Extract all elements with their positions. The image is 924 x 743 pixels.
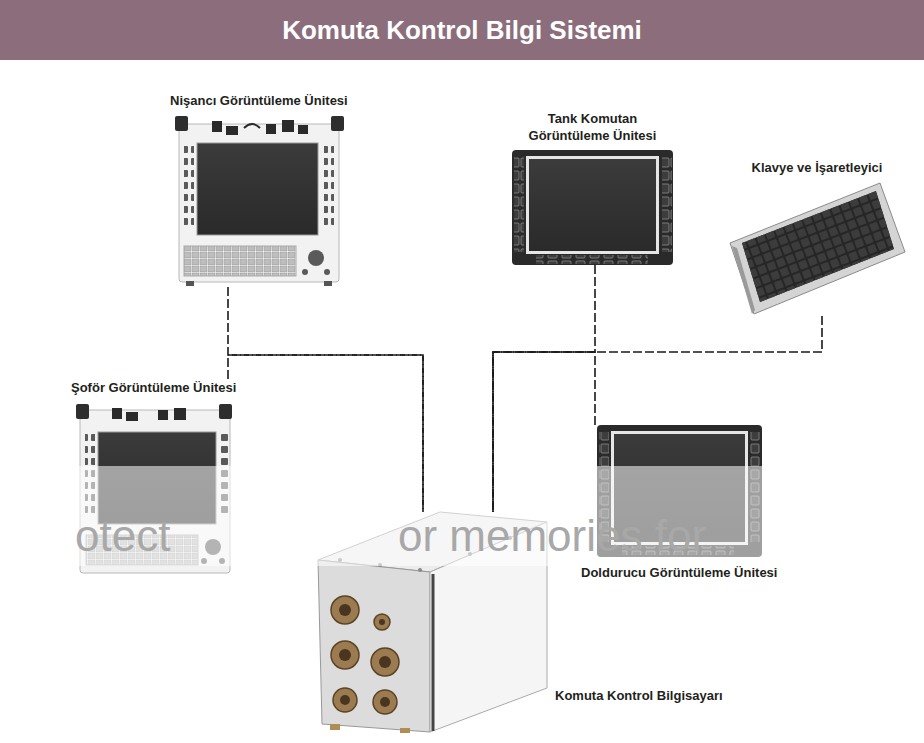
- unit-label: Doldurucu Görüntüleme Ünitesi: [581, 564, 777, 581]
- unit-label: Komuta Kontrol Bilgisayarı: [555, 687, 723, 704]
- unit-label: Klavye ve İşaretleyici: [752, 159, 883, 176]
- picture-slot: [173, 115, 345, 287]
- connector-line: [493, 316, 822, 512]
- picture-slot: [728, 182, 906, 316]
- keyboard-picture: [730, 183, 905, 314]
- watermark-text: or memories for: [398, 514, 706, 558]
- watermark-text: otect: [75, 514, 170, 558]
- unit-label: Şoför Görüntüleme Ünitesi: [71, 379, 236, 396]
- connector-line: [228, 355, 423, 512]
- display-unit: Tank Komutan Görüntüleme Ünitesi: [512, 110, 673, 265]
- gunner-display-picture: [175, 116, 344, 286]
- connector-line: [228, 287, 423, 512]
- title-band: Komuta Kontrol Bilgi Sistemi: [0, 0, 924, 60]
- connector-line: [493, 352, 595, 512]
- unit-label: Nişancı Görüntüleme Ünitesi: [170, 92, 348, 109]
- connector-line: [493, 265, 595, 512]
- display-unit: Nişancı Görüntüleme Ünitesi: [170, 92, 348, 287]
- keyboard-unit: Klavye ve İşaretleyici: [728, 159, 906, 316]
- commander-display-picture: [512, 150, 673, 265]
- diagram-title: Komuta Kontrol Bilgi Sistemi: [0, 0, 924, 60]
- unit-label: Tank Komutan Görüntüleme Ünitesi: [525, 110, 660, 144]
- picture-slot: [512, 150, 673, 265]
